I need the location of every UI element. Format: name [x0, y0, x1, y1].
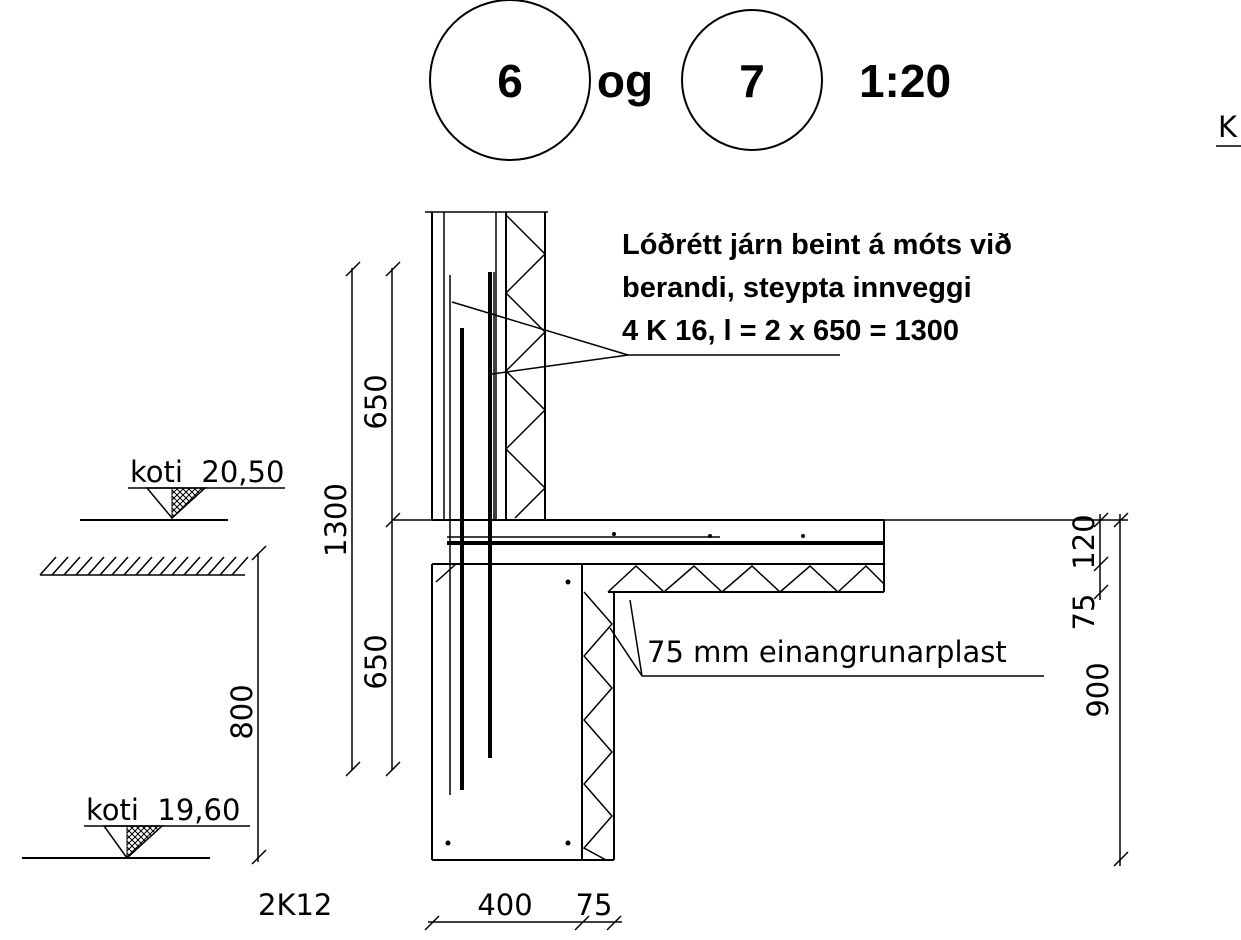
dim-900: 900	[1081, 662, 1115, 717]
rebar-note: Lóðrétt járn beint á móts við berandi, s…	[451, 229, 1012, 375]
detail-number-6: 6	[497, 55, 523, 107]
dim-75-horizontal: 75	[576, 888, 613, 922]
dim-chain-900: 900	[1081, 512, 1129, 867]
ground-hatch	[39, 556, 249, 576]
dim-chain-1300: 1300	[319, 261, 361, 777]
detail-number-7: 7	[739, 55, 765, 107]
detail-conjunction: og	[597, 55, 653, 107]
dim-chain-bottom: 400 75	[424, 888, 622, 931]
slab-insulation	[582, 563, 885, 594]
detail-circle-7	[681, 9, 823, 151]
edge-letter: K	[1218, 110, 1238, 144]
note-line-2: berandi, steypta innveggi	[622, 272, 972, 304]
foundation-wall	[431, 564, 615, 861]
lower-level-label: koti 19,60	[86, 793, 240, 827]
dim-chain-right-short: 120 75	[884, 512, 1128, 631]
note-line-1: Lóðrétt járn beint á móts við	[622, 229, 1012, 261]
detail-header: 6 og 7 1:20 K	[429, 0, 1241, 161]
upper-wall	[425, 211, 548, 520]
dim-1300: 1300	[319, 483, 353, 557]
rebar-label-2k12: 2K12	[258, 888, 332, 922]
dim-lower-650: 650	[359, 634, 393, 689]
upper-level-mark: koti 20,50	[80, 455, 285, 521]
lower-level-mark: koti 19,60	[22, 793, 250, 860]
dim-120: 120	[1067, 514, 1101, 569]
dim-chain-800: 800	[225, 545, 267, 865]
vertical-rebars	[449, 272, 495, 795]
insulation-callout: 75 mm einangrunarplast	[609, 599, 1044, 677]
dim-800: 800	[225, 684, 259, 739]
note-line-3: 4 K 16, l = 2 x 650 = 1300	[622, 315, 959, 347]
detail-circle-6	[429, 0, 591, 161]
dim-chain-650: 650 650	[359, 261, 432, 777]
note-leader-1	[451, 301, 629, 356]
dim-75-vertical: 75	[1067, 594, 1101, 631]
note-leader-2	[491, 354, 629, 375]
wall-insulation	[504, 214, 547, 519]
insulation-label: 75 mm einangrunarplast	[647, 635, 1007, 669]
drawing-scale: 1:20	[859, 55, 951, 107]
upper-level-label: koti 20,50	[130, 455, 284, 489]
foundation-insulation	[582, 591, 613, 861]
dim-upper-650: 650	[359, 374, 393, 429]
dim-400: 400	[477, 888, 532, 922]
